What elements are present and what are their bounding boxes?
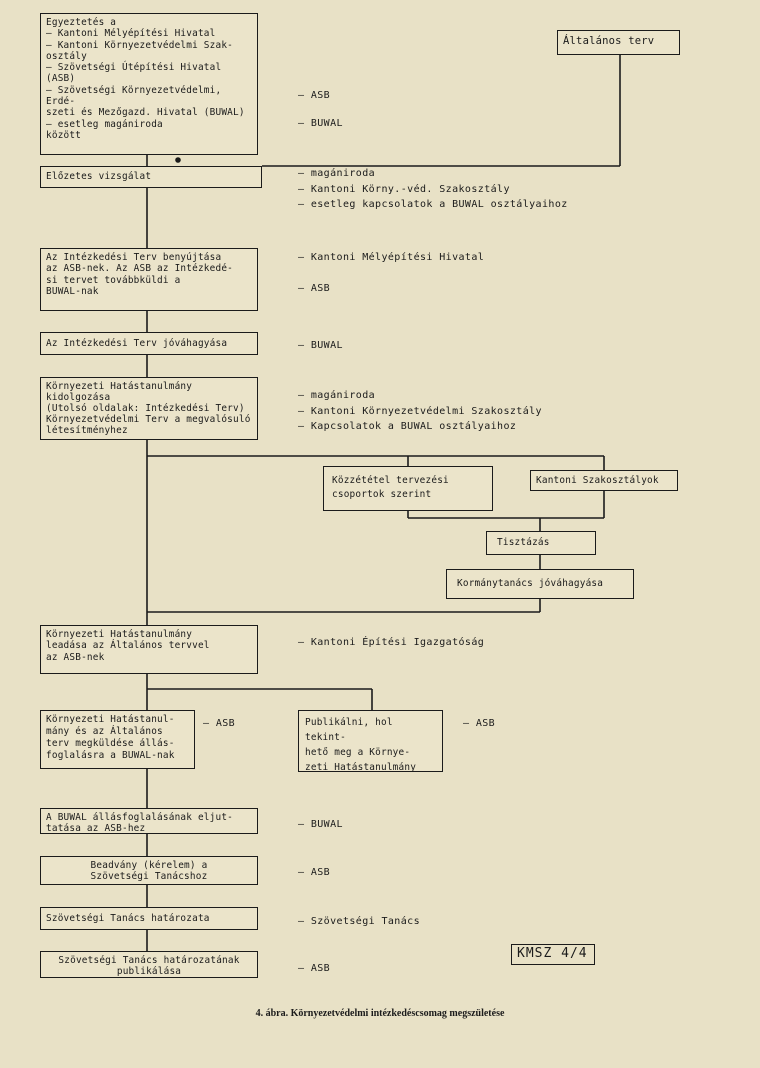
box-egyeztetes: Egyeztetés a – Kantoni Mélyépítési Hivat… <box>40 13 258 155</box>
document-stamp: KMSZ 4/4 <box>511 944 595 965</box>
note-publikalni: – ASB <box>463 718 496 729</box>
box-intezkedesi-terv-benyujtasa: Az Intézkedési Terv benyújtása az ASB-ne… <box>40 248 258 311</box>
note-jovahagyas: – BUWAL <box>298 340 343 351</box>
box-intezkedesi-terv-jovahagyasa: Az Intézkedési Terv jóváhagyása <box>40 332 258 355</box>
note-beadvany: – ASB <box>298 867 331 878</box>
box-hatastanulmany-megkuldese: Környezeti Hatástanul- mány és az Általá… <box>40 710 195 769</box>
note-egyeztetes-buwal: – BUWAL <box>298 118 343 129</box>
box-hatastanulmany-leadasa: Környezeti Hatástanulmány leadása az Ált… <box>40 625 258 674</box>
box-beadvany: Beadvány (kérelem) a Szövetségi Tanácsho… <box>40 856 258 885</box>
note-buwal-allasfoglalas: – BUWAL <box>298 819 343 830</box>
box-publikalni: Publikálni, hol tekint- hető meg a Körny… <box>298 710 443 772</box>
box-szovetsegi-tanacs-hatarozata: Szövetségi Tanács határozata <box>40 907 258 930</box>
figure-caption: 4. ábra. Környezetvédelmi intézkedéscsom… <box>255 1008 505 1019</box>
box-kormanytanacs-jovahagyasa: Kormánytanács jóváhagyása <box>446 569 634 599</box>
note-elozetes: – magániroda – Kantoni Körny.-véd. Szako… <box>298 168 568 210</box>
box-buwal-allasfoglalas: A BUWAL állásfoglalásának eljut- tatása … <box>40 808 258 834</box>
box-altalanos-terv: Általános terv <box>557 30 680 55</box>
note-megkuldese: – ASB <box>203 718 236 729</box>
note-benyujtas: – Kantoni Mélyépítési Hivatal – ASB <box>298 252 485 294</box>
note-szovetsegi-tanacs: – Szövetségi Tanács <box>298 916 420 927</box>
box-kantoni-szakosztalyok: Kantoni Szakosztályok <box>530 470 678 491</box>
box-kozzetetel: Közzététel tervezési csoportok szerint <box>323 466 493 511</box>
note-hatarozat-publikalasa: – ASB <box>298 963 331 974</box>
box-hatastanulmany-kidolgozasa: Környezeti Hatástanulmány kidolgozása (U… <box>40 377 258 440</box>
note-hatastanulmany-leadasa: – Kantoni Építési Igazgatóság <box>298 637 485 648</box>
box-elozetes-vizsgalat: Előzetes vizsgálat <box>40 166 262 188</box>
note-hatastanulmany-kidolgozas: – magániroda – Kantoni Környezetvédelmi … <box>298 390 542 432</box>
note-egyeztetes-asb: – ASB <box>298 90 331 101</box>
box-tisztazas: Tisztázás <box>486 531 596 555</box>
box-hatarozat-publikalasa: Szövetségi Tanács határozatának publikál… <box>40 951 258 978</box>
